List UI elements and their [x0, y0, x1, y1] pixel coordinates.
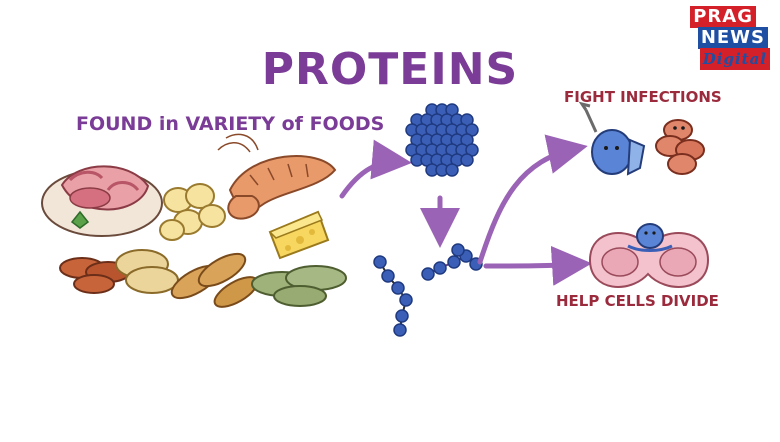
arrow-foods-to-protein	[339, 139, 412, 199]
cheese-icon	[268, 210, 330, 260]
shrimp-icon	[217, 133, 337, 220]
pathogen-icon	[655, 119, 705, 175]
amino-acid-chain-icon	[373, 243, 483, 337]
help-cells-divide-label: HELP CELLS DIVIDE	[556, 292, 719, 310]
logo-line-3: Digital	[699, 48, 770, 70]
arrow-to-cell-division	[483, 245, 592, 286]
arrow-to-fight-infections	[477, 134, 588, 265]
foods-label: FOUND in VARIETY of FOODS	[76, 113, 385, 135]
logo-line-2: NEWS	[697, 27, 768, 49]
logo-line-1: PRAG	[690, 6, 756, 28]
meat-plate-icon	[41, 165, 163, 237]
page-title: PROTEINS	[261, 44, 519, 95]
beans-icon	[159, 183, 226, 241]
sausages-icon	[59, 257, 131, 294]
green-beans-icon	[251, 265, 347, 307]
almonds-icon	[170, 252, 259, 308]
fight-infections-label: FIGHT INFECTIONS	[564, 88, 722, 106]
peanuts-icon	[115, 249, 179, 294]
antibody-warrior-icon	[578, 101, 646, 176]
dividing-cell-icon	[588, 223, 710, 288]
brand-logo: PRAG NEWS Digital	[672, 6, 772, 72]
folded-protein-icon	[405, 103, 479, 177]
